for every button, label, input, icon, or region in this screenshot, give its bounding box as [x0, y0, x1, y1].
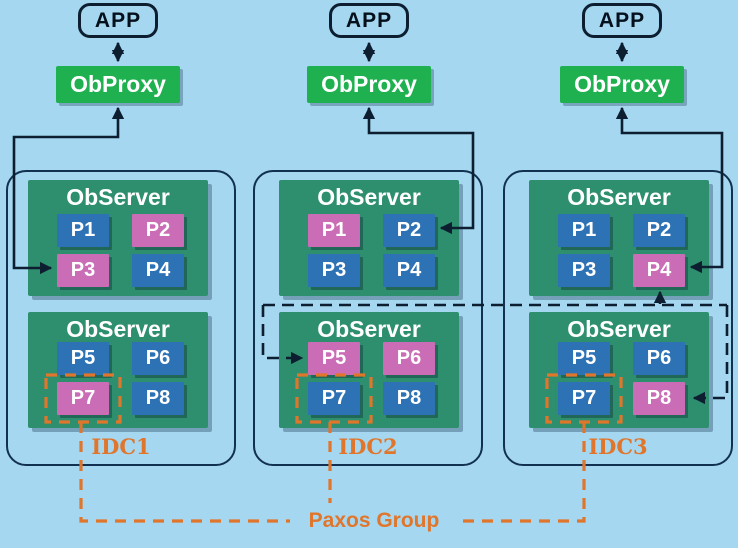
idc2-partition-p8: P8 — [383, 382, 435, 415]
partition-label: P7 — [321, 387, 347, 409]
partition-label: P8 — [396, 387, 422, 409]
partition-label: P3 — [70, 259, 96, 281]
idc1-partition-p6: P6 — [132, 342, 184, 375]
idc2-partition-p5: P5 — [308, 342, 360, 375]
partition-label: P3 — [321, 259, 347, 281]
partition-label: P2 — [646, 219, 672, 241]
obproxy-label: ObProxy — [574, 71, 670, 97]
idc2-partition-p7: P7 — [308, 382, 360, 415]
idc2-partition-p3: P3 — [308, 254, 360, 287]
idc1-label: IDC1 — [91, 434, 151, 459]
partition-label: P3 — [571, 259, 597, 281]
idc2-partition-p4: P4 — [383, 254, 435, 287]
idc1-partition-p2: P2 — [132, 214, 184, 247]
observer-title: ObServer — [66, 316, 170, 342]
obproxy-label: ObProxy — [70, 71, 166, 97]
idc3-partition-p4: P4 — [633, 254, 685, 287]
app-label: APP — [94, 8, 142, 32]
idc3-partition-p3: P3 — [558, 254, 610, 287]
partition-label: P2 — [396, 219, 422, 241]
obproxy-node-idc3: ObProxy — [560, 66, 684, 103]
observer-title: ObServer — [317, 316, 421, 342]
idc3-partition-p5: P5 — [558, 342, 610, 375]
app-label: APP — [345, 8, 393, 32]
app-label: APP — [598, 8, 646, 32]
observer-title: ObServer — [567, 316, 671, 342]
partition-label: P6 — [145, 347, 171, 369]
idc2-partition-p2: P2 — [383, 214, 435, 247]
partition-label: P8 — [646, 387, 672, 409]
idc3-partition-p7: P7 — [558, 382, 610, 415]
app-node-idc1: APP — [78, 3, 158, 38]
partition-label: P7 — [70, 387, 96, 409]
partition-label: P5 — [70, 347, 96, 369]
idc1-partition-p1: P1 — [57, 214, 109, 247]
observer-title: ObServer — [317, 184, 421, 210]
obproxy-label: ObProxy — [321, 71, 417, 97]
idc1-partition-p3: P3 — [57, 254, 109, 287]
idc2-partition-p1: P1 — [308, 214, 360, 247]
idc3-partition-p6: P6 — [633, 342, 685, 375]
idc3-partition-p2: P2 — [633, 214, 685, 247]
app-node-idc2: APP — [329, 3, 409, 38]
idc2-label: IDC2 — [338, 434, 398, 459]
observer-title: ObServer — [66, 184, 170, 210]
partition-label: P1 — [321, 219, 347, 241]
idc3-label: IDC3 — [588, 434, 648, 459]
idc3-partition-p8: P8 — [633, 382, 685, 415]
partition-label: P6 — [396, 347, 422, 369]
idc1-partition-p5: P5 — [57, 342, 109, 375]
idc1-partition-p4: P4 — [132, 254, 184, 287]
partition-label: P7 — [571, 387, 597, 409]
app-node-idc3: APP — [582, 3, 662, 38]
partition-label: P8 — [145, 387, 171, 409]
idc3-partition-p1: P1 — [558, 214, 610, 247]
observer-title: ObServer — [567, 184, 671, 210]
idc2-partition-p6: P6 — [383, 342, 435, 375]
partition-label: P4 — [145, 259, 171, 281]
idc1-partition-p8: P8 — [132, 382, 184, 415]
partition-label: P6 — [646, 347, 672, 369]
obproxy-node-idc2: ObProxy — [307, 66, 431, 103]
idc1-partition-p7: P7 — [57, 382, 109, 415]
partition-label: P1 — [571, 219, 597, 241]
partition-label: P2 — [145, 219, 171, 241]
obproxy-node-idc1: ObProxy — [56, 66, 180, 103]
partition-label: P4 — [646, 259, 672, 281]
paxos-group-label: Paxos Group — [308, 509, 440, 532]
partition-label: P5 — [571, 347, 597, 369]
partition-label: P4 — [396, 259, 422, 281]
partition-label: P1 — [70, 219, 96, 241]
partition-label: P5 — [321, 347, 347, 369]
